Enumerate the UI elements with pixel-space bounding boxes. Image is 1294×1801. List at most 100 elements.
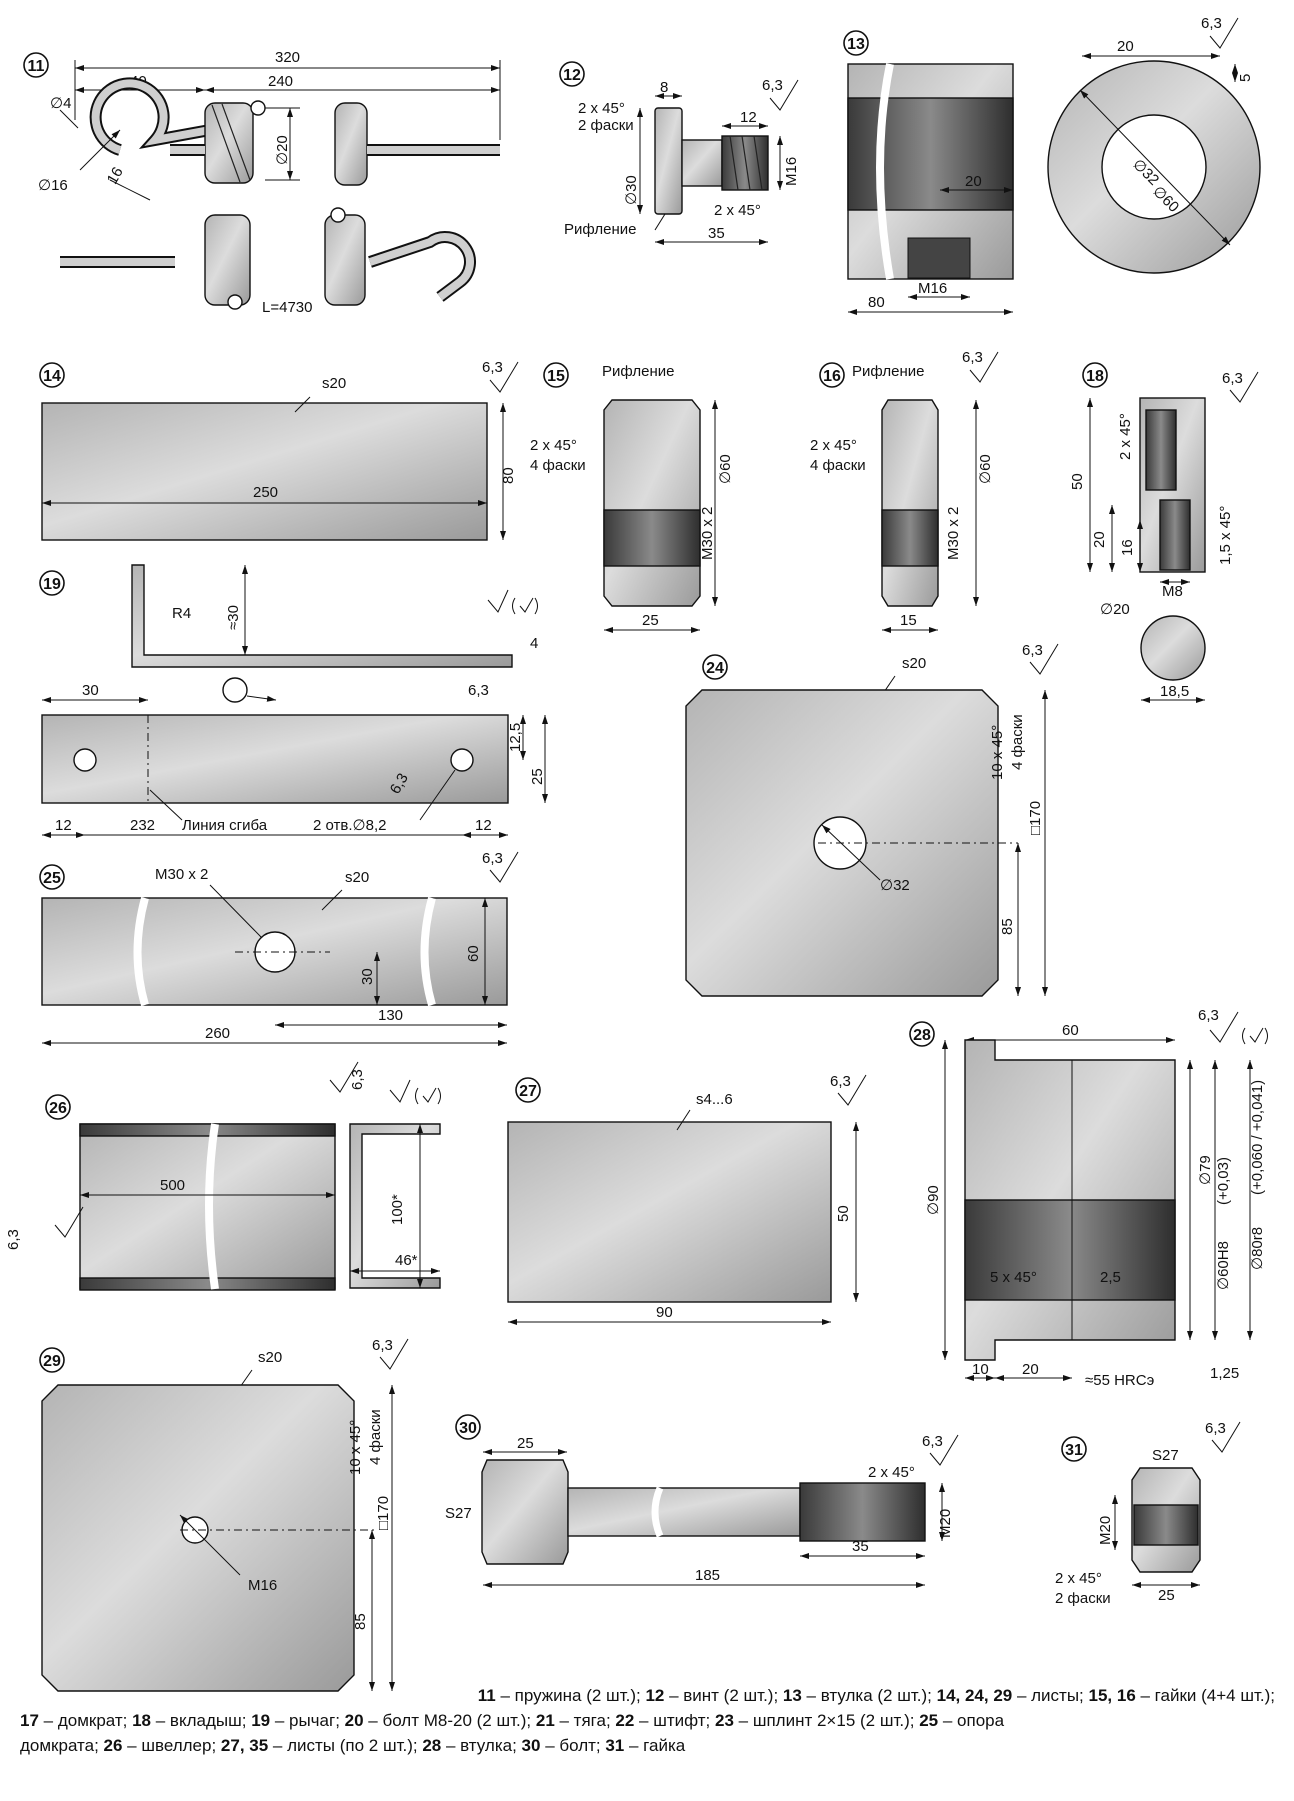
part-12-screw: 12 6,3 2 x 45° 2 фаски 8 12 M16 ∅30 2 x … xyxy=(559,61,800,245)
dim-80-14: 80 xyxy=(500,467,517,484)
caption-line-2: 17 – домкрат; 18 – вкладыш; 19 – рычаг; … xyxy=(20,1708,1275,1733)
screw-head xyxy=(654,107,683,215)
dim-16-18: 16 xyxy=(1119,539,1136,556)
dim-185: 185 xyxy=(695,1567,720,1584)
part-15-nut: 15 Рифление 2 x 45° 4 фаски ∅60 M30 x 2 … xyxy=(530,362,734,633)
nut-15-thread xyxy=(603,509,701,567)
badge-14: 14 xyxy=(39,362,65,388)
dim-35: 35 xyxy=(708,225,725,242)
bolt-shank xyxy=(567,1487,801,1537)
svg-text:29: 29 xyxy=(43,1353,61,1370)
bushing-bore xyxy=(847,97,1014,211)
dim-80-13: 80 xyxy=(868,294,885,311)
caption-part-desc: – листы (по 2 шт.); xyxy=(268,1736,423,1755)
svg-text:26: 26 xyxy=(49,1100,67,1117)
part-24-plate: 24 s20 6,3 ∅32 10 x 45° 4 фаски □170 85 xyxy=(685,642,1059,997)
caption-part-number: 15, 16 xyxy=(1088,1686,1136,1705)
dim-185-18: 18,5 xyxy=(1160,683,1189,700)
chamfer-15: 2 x 45° xyxy=(530,437,577,454)
nut-16 xyxy=(881,399,939,607)
screw-shank xyxy=(681,139,723,187)
part-14-plate: 14 s20 250 80 6,3 xyxy=(39,359,519,541)
caption-part-desc: – штифт; xyxy=(634,1711,715,1730)
insert-18-thread xyxy=(1159,499,1191,571)
caption-part-desc: – винт (2 шт.); xyxy=(664,1686,783,1705)
thread-15: M30 x 2 xyxy=(699,507,716,560)
dim-85-29: 85 xyxy=(352,1613,369,1630)
lever-19-side xyxy=(131,564,513,668)
dim-90: 90 xyxy=(656,1304,673,1321)
coil-bottom-left xyxy=(204,214,251,306)
coil-bottom-right xyxy=(324,214,366,306)
badge-29: 29 xyxy=(39,1347,65,1373)
thread-m20-31: M20 xyxy=(1097,1516,1114,1545)
chamfer-31: 2 x 45° xyxy=(1055,1570,1102,1587)
chamfer-16: 2 x 45° xyxy=(810,437,857,454)
rough-24: 6,3 xyxy=(1022,642,1043,659)
rough-29: 6,3 xyxy=(372,1337,393,1354)
dim-260: 260 xyxy=(205,1025,230,1042)
caption-part-desc: – болт М8-20 (2 шт.); xyxy=(363,1711,536,1730)
rough-31: 6,3 xyxy=(1205,1420,1226,1437)
thread-m8-18: M8 xyxy=(1162,583,1183,600)
chamfer-24: 10 x 45° xyxy=(989,725,1006,780)
caption-part-number: 22 xyxy=(615,1711,635,1730)
svg-text:18: 18 xyxy=(1086,368,1104,385)
part-25-support: 25 M30 x 2 s20 30 60 130 260 6,3 xyxy=(39,850,519,1046)
rough-13: 6,3 xyxy=(1201,15,1222,32)
caption-part-desc: – швеллер; xyxy=(122,1736,221,1755)
dim-250: 250 xyxy=(253,484,278,501)
dim-500: 500 xyxy=(160,1177,185,1194)
dim-170-29: □170 xyxy=(375,1496,392,1530)
rough-26: 6,3 xyxy=(349,1069,366,1090)
badge-16: 16 xyxy=(819,362,845,388)
thread-m16-13: M16 xyxy=(918,280,947,297)
chamfer-note-24: 4 фаски xyxy=(1009,714,1026,770)
dim-85-24: 85 xyxy=(999,918,1016,935)
caption-part-desc: – гайка xyxy=(624,1736,686,1755)
caption-part-desc: домкрата; xyxy=(20,1736,104,1755)
caption-part-number: 19 xyxy=(251,1711,271,1730)
rough-125-28: 1,25 xyxy=(1210,1365,1239,1382)
part-19-lever: 19 R4 ≈30 4 30 12,5 25 12 232 Линия сгиб… xyxy=(39,564,548,838)
knurl-15: Рифление xyxy=(602,363,675,380)
rough-27: 6,3 xyxy=(830,1073,851,1090)
dim-10-28: 10 xyxy=(972,1361,989,1378)
dim-170-24: □170 xyxy=(1027,801,1044,835)
dim-d4: ∅4 xyxy=(50,95,71,112)
thickness-24: s20 xyxy=(902,655,926,672)
caption-part-number: 12 xyxy=(645,1686,665,1705)
chamfer2-18: 1,5 x 45° xyxy=(1217,506,1234,565)
rough-12: 6,3 xyxy=(762,77,783,94)
part-16-nut: 16 Рифление 6,3 2 x 45° 4 фаски ∅60 M30 … xyxy=(810,349,999,633)
caption-part-desc: – тяга; xyxy=(554,1711,616,1730)
dim-130: 130 xyxy=(378,1007,403,1024)
badge-25: 25 xyxy=(39,864,65,890)
dim-d80r8: ∅80r8 xyxy=(1249,1227,1266,1270)
caption-part-number: 11 xyxy=(477,1686,496,1705)
dim-25-30: 25 xyxy=(517,1435,534,1452)
rough-14: 6,3 xyxy=(482,359,503,376)
dim-46: 46* xyxy=(395,1252,418,1269)
thread-25: M30 x 2 xyxy=(155,866,208,883)
svg-text:27: 27 xyxy=(519,1083,537,1100)
dim-d20: ∅20 xyxy=(274,135,291,165)
coil-top-left xyxy=(204,102,254,184)
caption-part-number: 23 xyxy=(715,1711,734,1730)
chamfer-28: 5 x 45° xyxy=(990,1269,1037,1286)
chamfer-note-12: 2 фаски xyxy=(578,117,634,134)
caption-part-number: 28 xyxy=(422,1736,442,1755)
dim-d30: ∅30 xyxy=(623,175,640,205)
chamfer-note-29: 4 фаски xyxy=(367,1409,384,1465)
thread-16: M30 x 2 xyxy=(945,507,962,560)
dim-d32-24: ∅32 xyxy=(880,877,910,894)
dim-8: 8 xyxy=(660,79,668,96)
caption-part-desc: – вкладыш; xyxy=(151,1711,252,1730)
dim-20-18: 20 xyxy=(1091,531,1108,548)
caption-part-desc: – втулка; xyxy=(441,1736,522,1755)
dim-4-19: 4 xyxy=(530,635,538,652)
badge-26: 26 xyxy=(45,1094,71,1120)
badge-24: 24 xyxy=(702,654,728,680)
insert-18-dark xyxy=(1145,409,1177,491)
